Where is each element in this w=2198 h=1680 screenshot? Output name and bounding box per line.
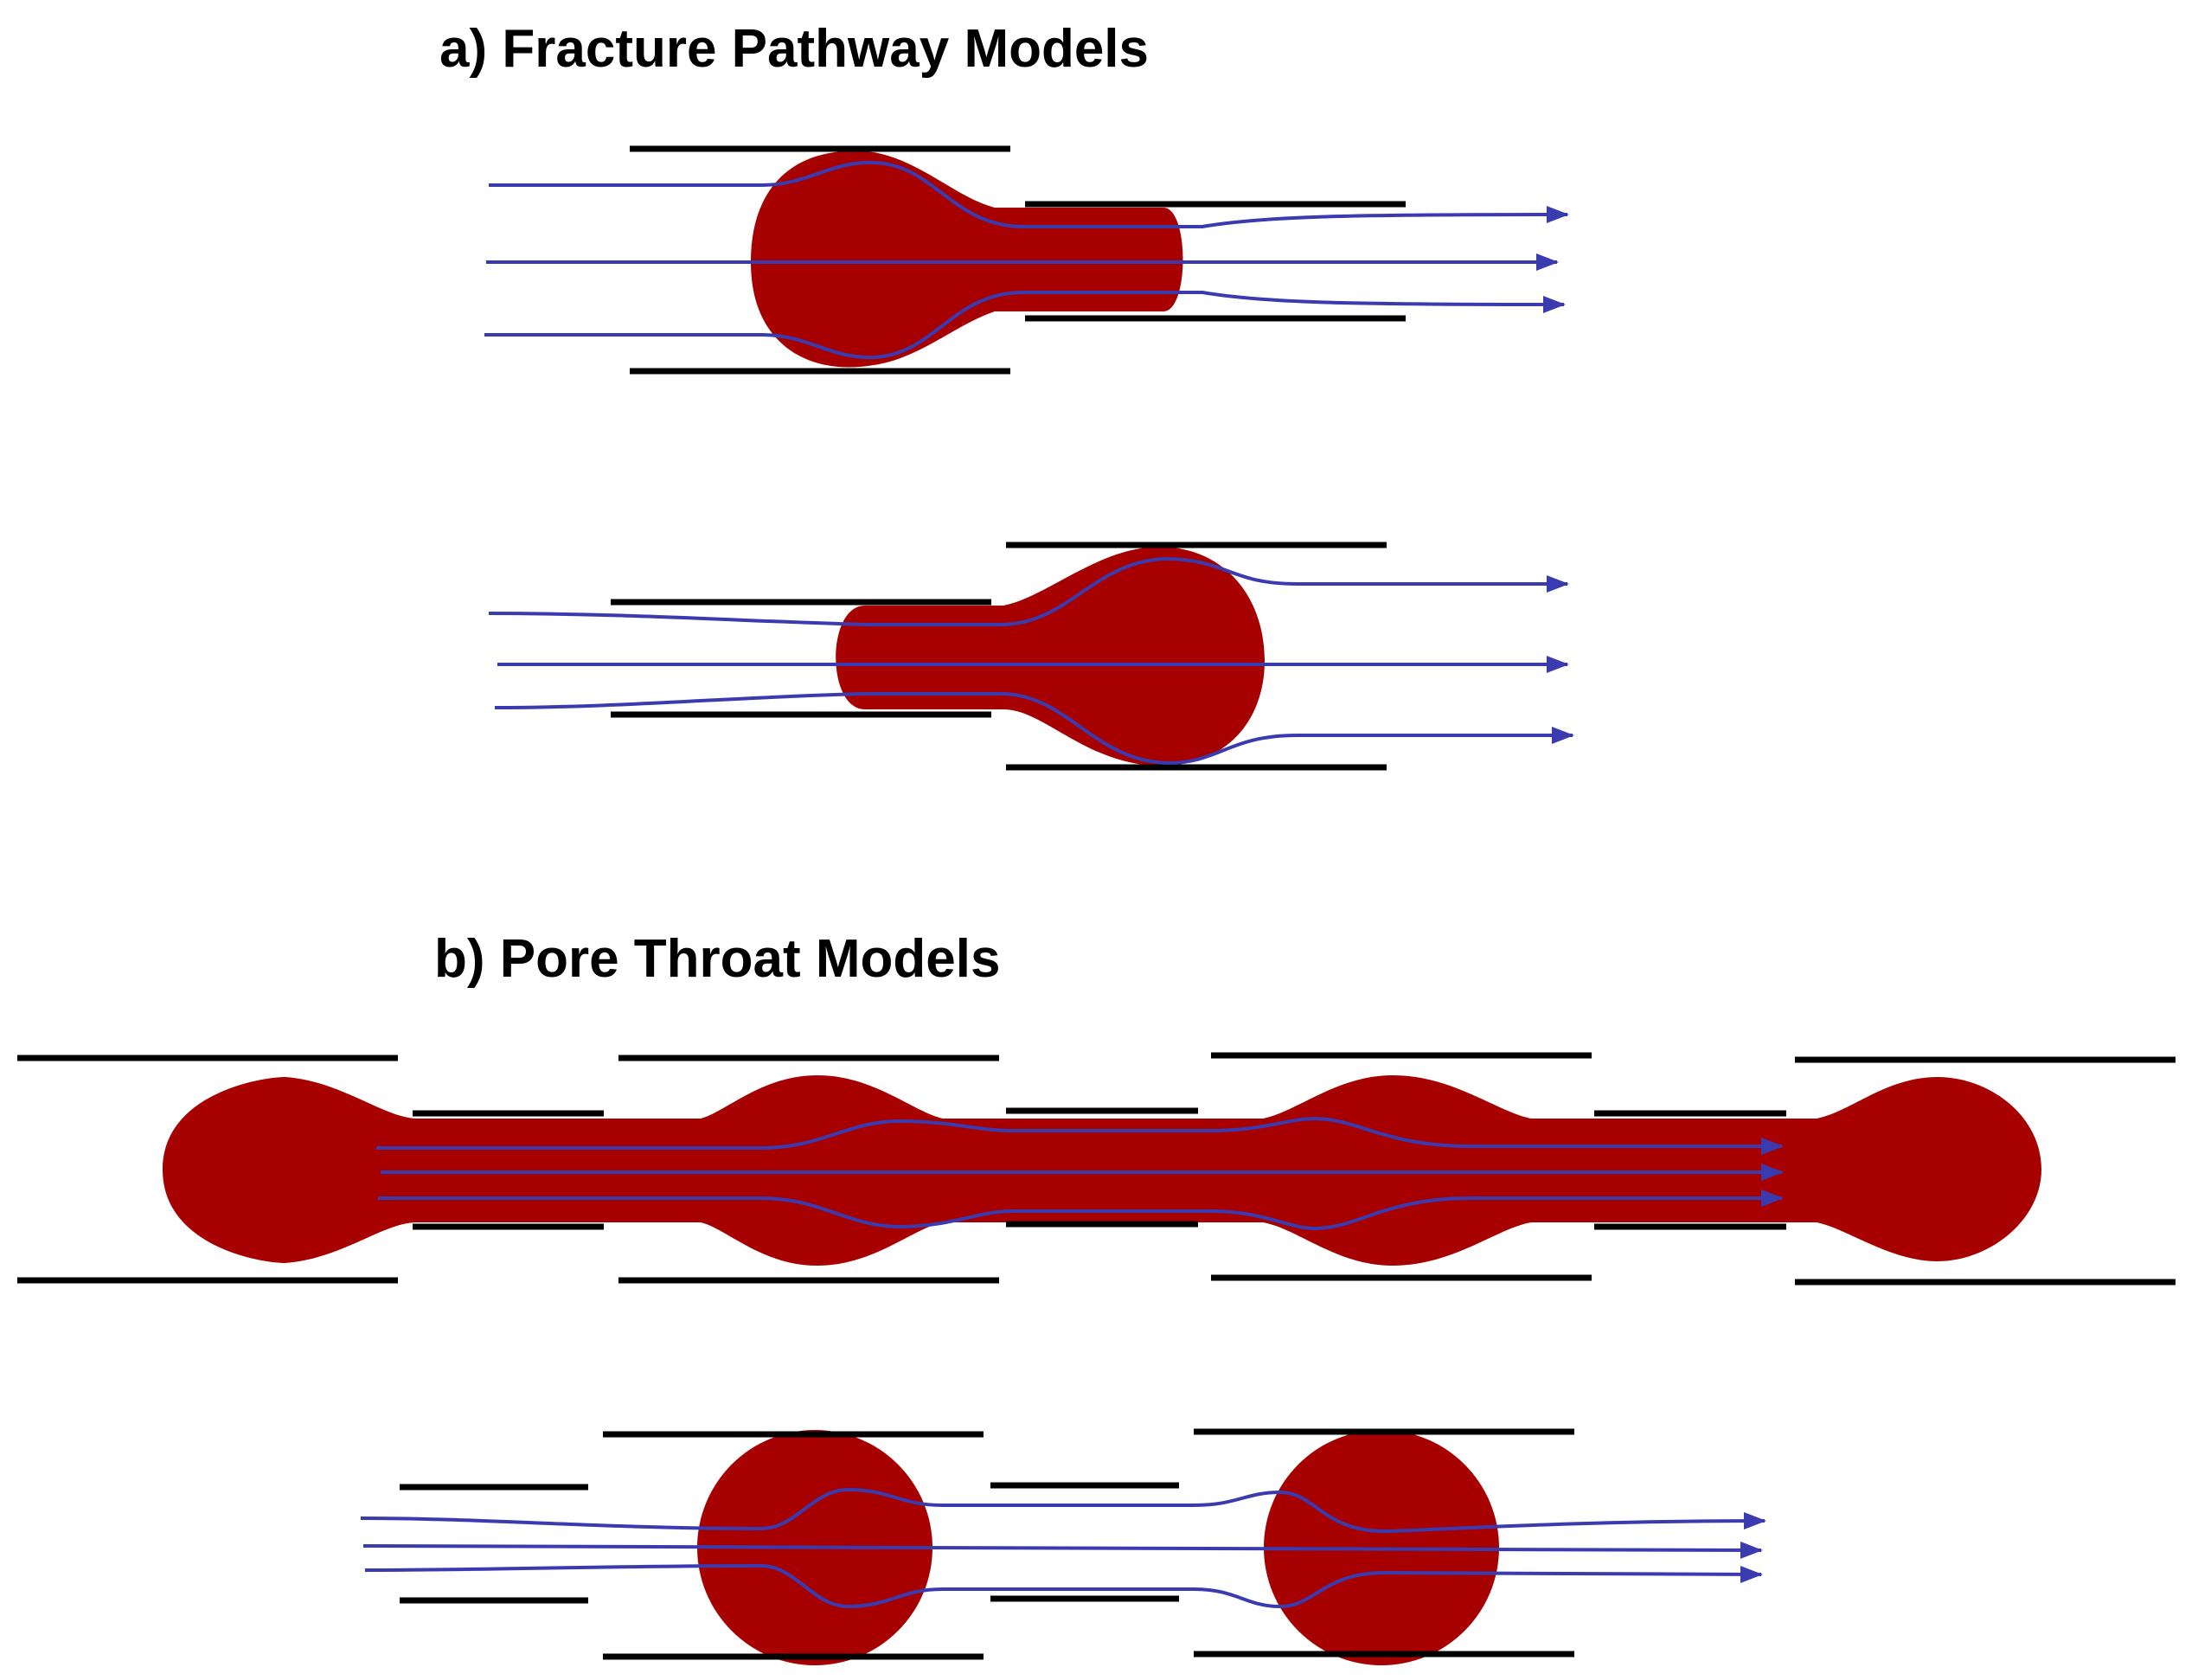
pore-2-streamline-top <box>360 1487 1766 1534</box>
fracture-2-streamline-bottom <box>494 692 1574 766</box>
pore-2-streamline-middle <box>362 1541 1763 1559</box>
pore-1-streamline-bottom <box>378 1189 1784 1231</box>
fracture-2-droplet <box>836 546 1265 766</box>
fracture-2-streamline-top <box>488 556 1569 626</box>
fracture-model-2 <box>488 542 1574 771</box>
fracture-1-streamline-bottom <box>484 291 1566 360</box>
pore-2-streamline-bottom <box>364 1563 1763 1609</box>
fracture-1-streamline-top <box>489 160 1569 228</box>
pore-throat-model-2 <box>360 1428 1766 1665</box>
fracture-model-1 <box>484 145 1569 375</box>
fracture-1-droplet <box>751 151 1183 368</box>
panel-b-title: b) Pore Throat Models <box>434 929 1001 989</box>
panel-a-title: a) Fracture Pathway Models <box>439 19 1150 79</box>
pore-throat-model-1 <box>17 1052 2176 1286</box>
pore-1-streamline-top <box>376 1116 1784 1155</box>
